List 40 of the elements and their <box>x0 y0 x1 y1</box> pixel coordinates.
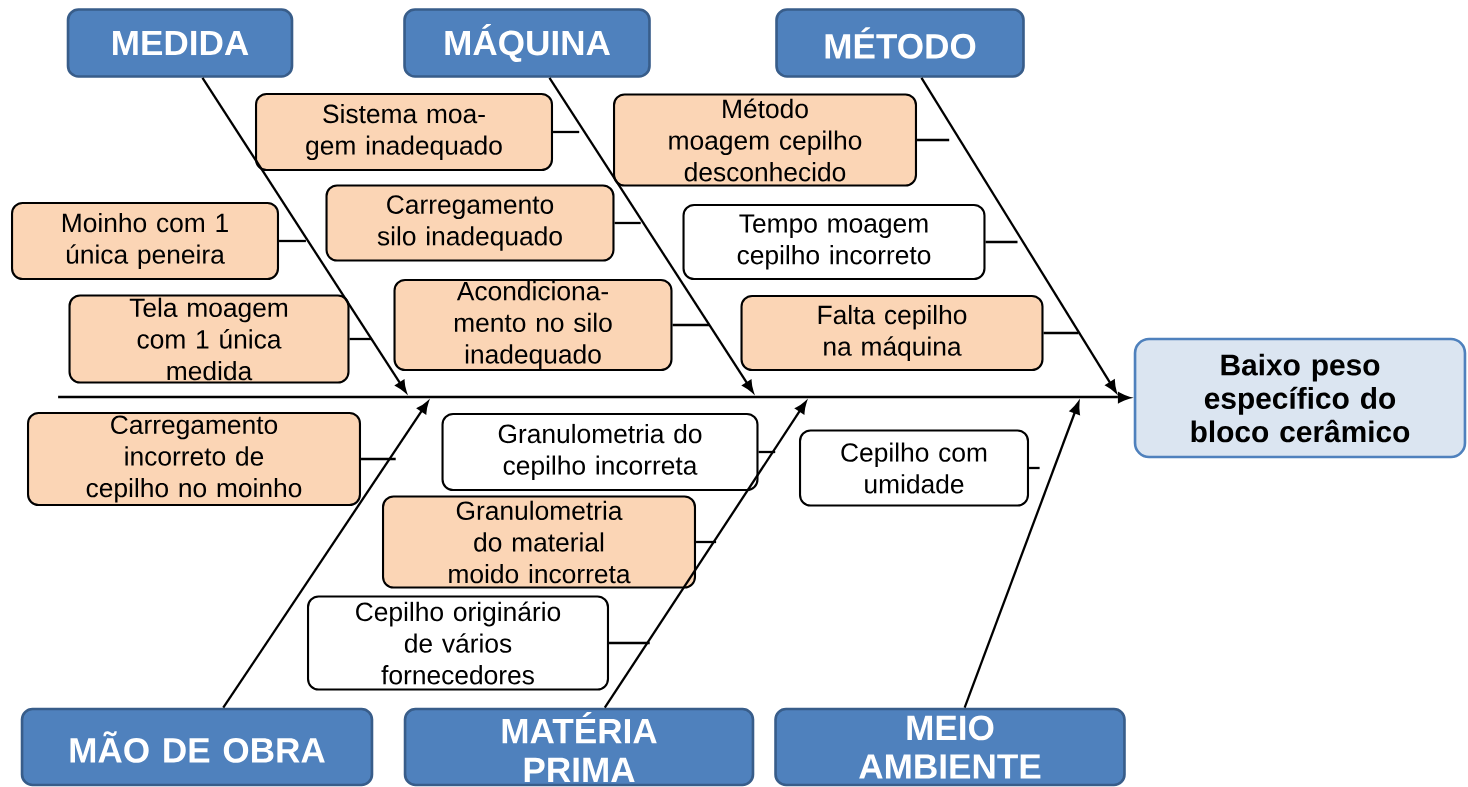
cause-box: Granulometria do cepilho incorreta <box>441 412 759 492</box>
category-box: MEDIDA <box>66 8 294 78</box>
cause-box: Tela moagem com 1 única medida <box>68 294 350 384</box>
cause-box: Acondiciona-mento no silo inadequado <box>393 278 673 372</box>
leader-line <box>917 138 950 142</box>
leader-line <box>1043 331 1079 335</box>
leader-line <box>553 130 580 134</box>
cause-box: Granulometria do material moido incorreta <box>382 495 697 589</box>
category-box: MÁQUINA <box>403 8 651 78</box>
branch-arrow <box>603 401 807 709</box>
leader-line <box>1029 466 1040 470</box>
cause-box: Falta cepilho na máquina <box>740 294 1044 372</box>
cause-box: Carregamento silo inadequado <box>325 184 615 262</box>
leader-line <box>279 239 306 243</box>
leader-line <box>361 457 396 461</box>
category-box: MÉTODO <box>775 8 1025 78</box>
leader-line <box>614 221 641 225</box>
branch-arrow <box>548 77 754 393</box>
cause-box: Carregamento incorreto de cepilho no moinho <box>27 411 362 507</box>
cause-box: Cepilho com umidade <box>798 429 1030 507</box>
leader-line <box>672 323 710 327</box>
cause-box: Método moagem cepilho desconhecido <box>612 93 918 187</box>
branch-arrow <box>201 77 407 393</box>
branch-arrow <box>920 77 1117 393</box>
category-box: MÃO DE OBRA <box>20 707 374 787</box>
category-box: MEIO AMBIENTE <box>774 707 1126 787</box>
cause-box: Tempo moagem cepilho incorreto <box>682 203 986 281</box>
category-box: MATÉRIA PRIMA <box>403 707 755 787</box>
cause-box: Moinho com 1 única peneira <box>11 201 280 281</box>
cause-box: Cepilho originário de vários fornecedores <box>307 595 610 691</box>
leader-line <box>758 450 776 454</box>
leader-line <box>349 337 373 341</box>
leader-line <box>696 540 717 544</box>
leader-line <box>985 240 1018 244</box>
effect-box: Baixo peso específico do bloco cerâmico <box>1133 337 1467 459</box>
cause-box: Sistema moa-gem inadequado <box>255 92 554 172</box>
branch-arrow <box>222 401 429 709</box>
arrow <box>1117 392 1131 403</box>
branch-arrow <box>963 401 1080 709</box>
leader-line <box>609 641 650 645</box>
